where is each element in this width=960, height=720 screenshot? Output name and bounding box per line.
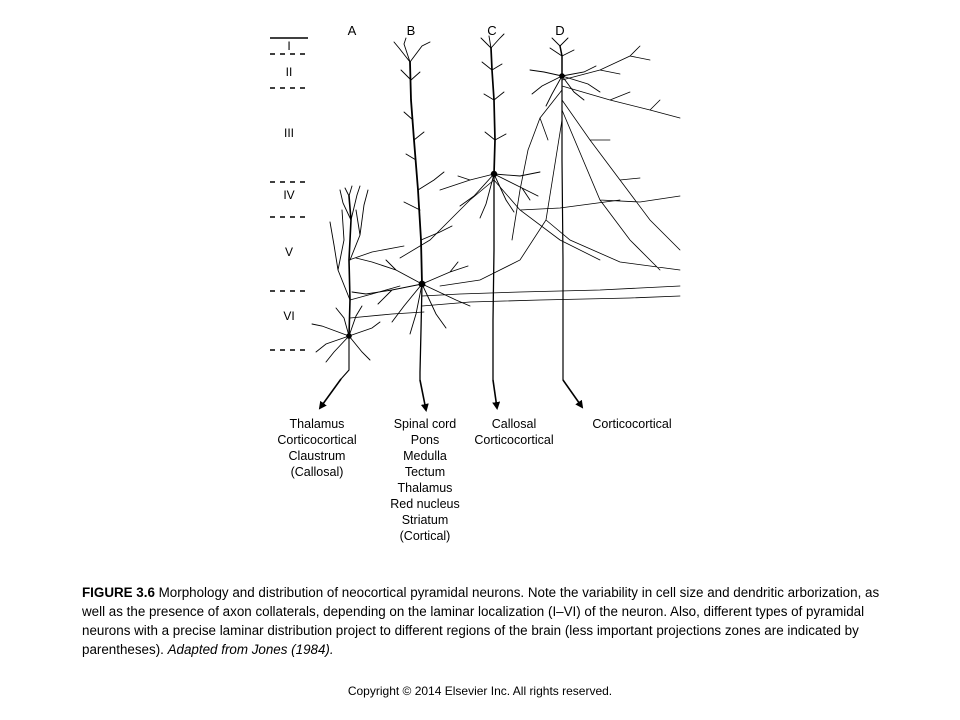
neuron-letter-d: D [555, 23, 564, 38]
layer-boundaries [270, 37, 308, 351]
layer-label-ii: II [286, 65, 293, 79]
layer-label-v: V [285, 245, 293, 259]
target-b-line-6: Red nucleus [390, 497, 460, 511]
neuron-letter-b: B [407, 23, 416, 38]
layer-label-vi: VI [283, 309, 294, 323]
neuron-b-drawing [351, 37, 681, 381]
target-a-line-4: (Callosal) [291, 465, 344, 479]
layer-label-i: I [287, 39, 290, 53]
target-a-line-3: Claustrum [289, 449, 346, 463]
neuron-letter-c: C [487, 23, 496, 38]
arrow-a [318, 378, 342, 410]
projection-arrows [318, 378, 584, 412]
neuron-letter-a: A [348, 23, 357, 38]
arrow-b [419, 379, 429, 412]
neuron-c-drawing [399, 33, 621, 381]
caption-citation: Adapted from Jones (1984). [167, 642, 334, 657]
figure-caption: FIGURE 3.6 Morphology and distribution o… [82, 583, 902, 659]
target-b-line-7: Striatum [402, 513, 449, 527]
targets-b: Spinal cord Pons Medulla Tectum Thalamus… [390, 417, 460, 543]
target-b-line-5: Thalamus [398, 481, 453, 495]
target-b-line-3: Medulla [403, 449, 447, 463]
neuron-a-drawing [311, 185, 425, 380]
arrow-d [562, 379, 584, 409]
target-b-line-8: (Cortical) [400, 529, 451, 543]
copyright-notice: Copyright © 2014 Elsevier Inc. All right… [347, 684, 613, 698]
layer-label-iv: IV [283, 188, 294, 202]
target-b-line-2: Pons [411, 433, 440, 447]
targets-a: Thalamus Corticocortical Claustrum (Call… [277, 417, 356, 479]
target-d-line-1: Corticocortical [592, 417, 671, 431]
target-a-line-2: Corticocortical [277, 433, 356, 447]
caption-label: FIGURE 3.6 [82, 585, 155, 600]
arrow-c [492, 379, 501, 410]
caption-body: Morphology and distribution of neocortic… [82, 585, 880, 657]
target-b-line-4: Tectum [405, 465, 445, 479]
target-c-line-1: Callosal [492, 417, 536, 431]
layer-label-iii: III [284, 126, 294, 140]
target-a-line-1: Thalamus [290, 417, 345, 431]
targets-c: Callosal Corticocortical [474, 417, 553, 447]
neuron-d-drawing [439, 37, 681, 381]
targets-d: Corticocortical [592, 417, 671, 431]
target-c-line-2: Corticocortical [474, 433, 553, 447]
target-b-line-1: Spinal cord [394, 417, 457, 431]
